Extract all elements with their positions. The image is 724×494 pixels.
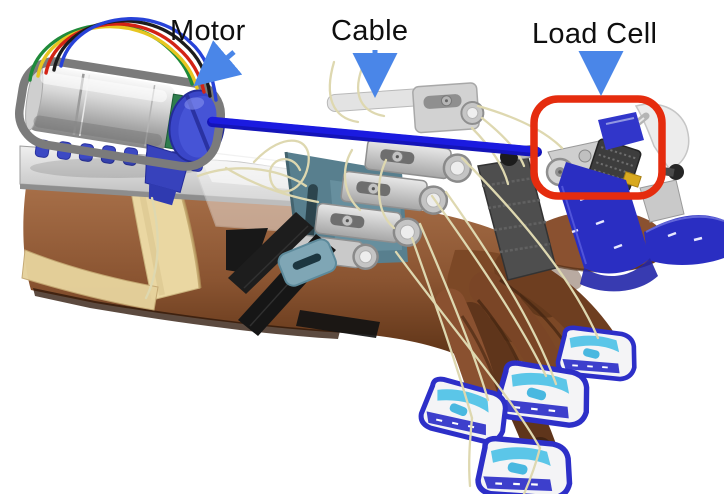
fingertip-splints — [418, 325, 637, 494]
guide-block — [340, 170, 449, 215]
thumb-strap-top — [598, 112, 644, 150]
motor-arrow — [193, 40, 243, 87]
motor-mount — [144, 143, 191, 194]
cable-anchor-mechanism — [326, 82, 485, 134]
cable-label: Cable — [331, 15, 409, 47]
wire-yellow — [36, 24, 199, 90]
motor-assembly — [25, 64, 225, 206]
motor-outline-box — [15, 57, 225, 171]
fingertip-splint — [475, 435, 573, 494]
guide-block — [314, 202, 423, 247]
palm-straps — [226, 212, 380, 338]
load-cell-assembly — [545, 103, 724, 292]
motor-label: Motor — [170, 15, 246, 47]
fingertip-splint — [418, 376, 508, 445]
thumb-strap-right — [644, 215, 724, 265]
load-cell-label: Load Cell — [532, 18, 658, 50]
cable-guide-cluster — [284, 82, 485, 270]
load-cell-outline-box — [530, 95, 666, 200]
strap-buckle — [277, 238, 337, 287]
tendon-cables — [144, 60, 600, 494]
fingertip-splint — [555, 325, 637, 382]
drive-cable — [207, 116, 542, 157]
